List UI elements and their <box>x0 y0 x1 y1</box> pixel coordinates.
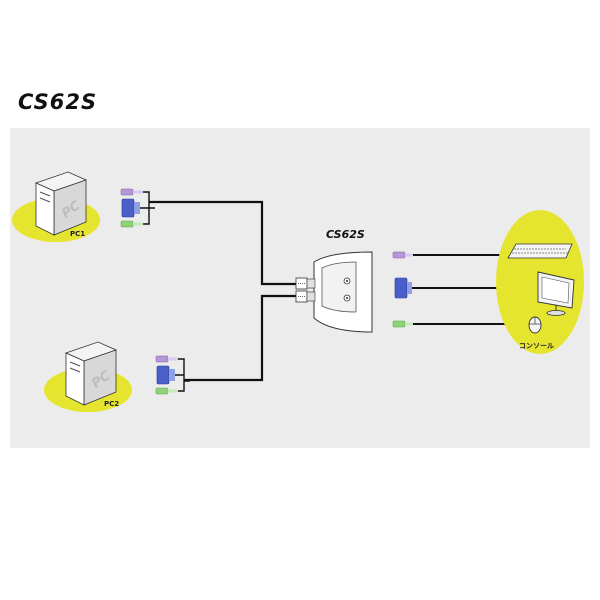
pc1-connectors <box>120 188 155 228</box>
ps2-connector-icon <box>120 220 143 228</box>
ps2-connector-icon <box>392 320 413 328</box>
pc2-cable <box>184 294 296 382</box>
pc1-label: PC1 <box>70 230 85 238</box>
switch-label: CS62S <box>326 228 365 241</box>
monitor-icon <box>537 271 575 316</box>
mouse-icon <box>528 316 542 334</box>
pc-tower-icon: PC <box>64 341 118 406</box>
kvm-switch-icon <box>295 251 373 333</box>
pc1-group: PC PC1 <box>12 171 100 242</box>
pc-tower-icon: PC <box>34 171 88 236</box>
pc1-cable <box>149 200 296 286</box>
vga-connector-icon <box>121 198 140 218</box>
ps2-connector-icon <box>155 355 178 363</box>
vga-connector-icon <box>156 365 175 385</box>
ps2-connector-icon <box>392 251 413 259</box>
vga-connector-icon <box>394 277 412 299</box>
console-connectors <box>392 251 413 328</box>
pc2-label: PC2 <box>104 400 119 408</box>
console-label: コンソール <box>519 342 554 350</box>
pc2-group: PC PC2 <box>44 341 132 412</box>
keyboard-icon <box>507 243 573 259</box>
ps2-connector-icon <box>120 188 143 196</box>
pc2-connectors <box>155 355 190 395</box>
ps2-connector-icon <box>155 387 178 395</box>
page-title: CS62S <box>18 90 98 114</box>
